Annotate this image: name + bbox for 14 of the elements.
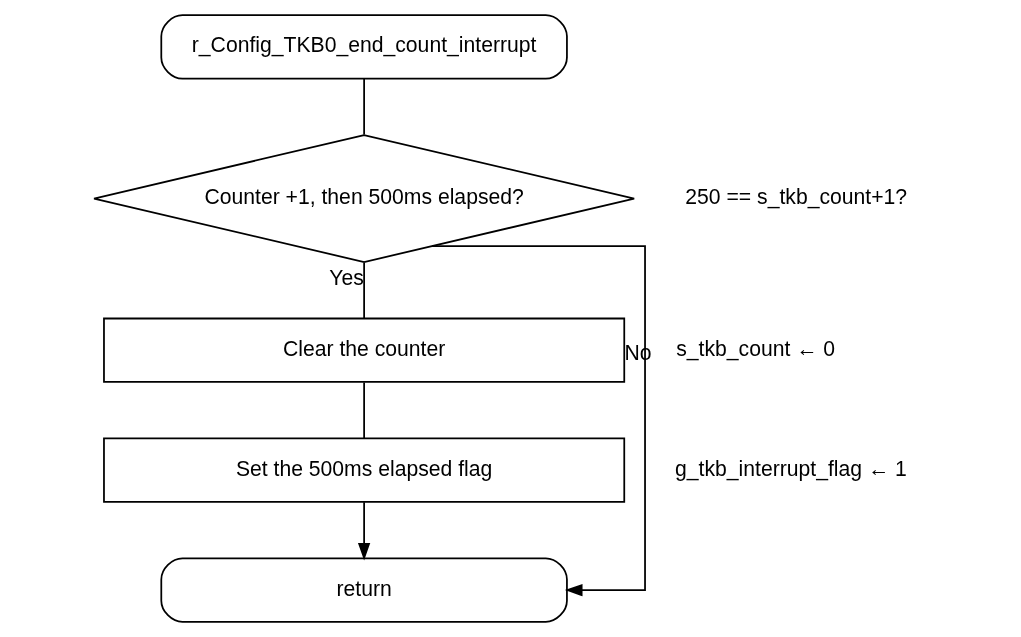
arrow (431, 245, 646, 597)
node-diamond: Counter +1, then 500ms elapsed? (93, 134, 636, 263)
node-box: return (160, 557, 568, 623)
node-box: Set the 500ms elapsed flag (103, 437, 626, 503)
node-box: Clear the counter (103, 317, 626, 383)
edge-label: Yes (329, 265, 364, 289)
connector (363, 381, 365, 439)
connector (363, 78, 365, 136)
node-label: g_tkb_interrupt_flag ← 1 (675, 456, 907, 480)
arrow (357, 501, 371, 561)
connector (363, 262, 365, 319)
node-label: 250 == s_tkb_count+1? (685, 185, 908, 209)
node-box: r_Config_TKB0_end_count_interrupt (160, 14, 568, 80)
node-label: s_tkb_count ← 0 (676, 336, 836, 360)
